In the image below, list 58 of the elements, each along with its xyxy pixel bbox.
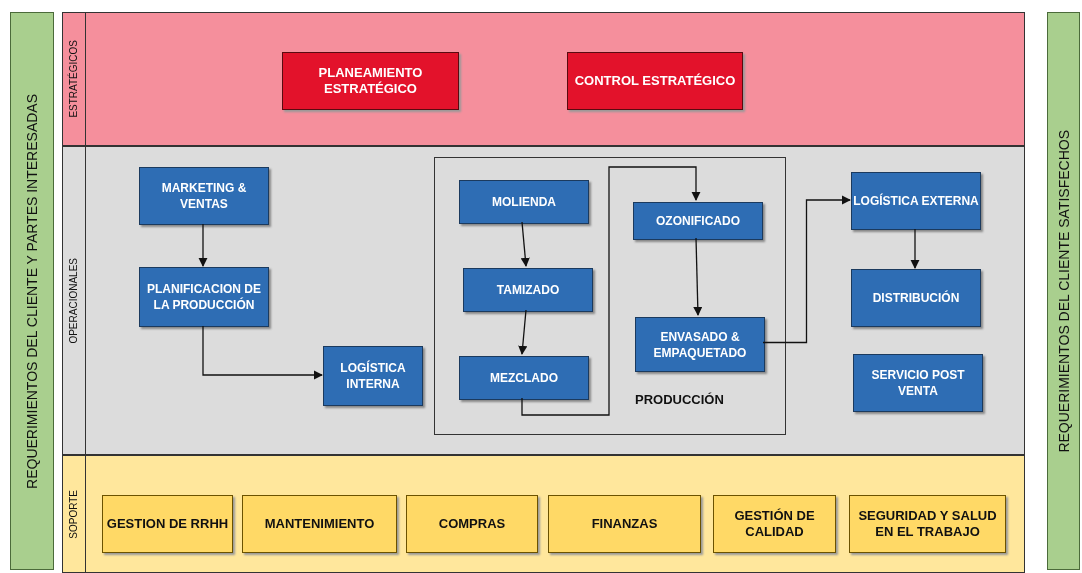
side-panel: [1047, 12, 1080, 570]
arrow: [198, 223, 208, 267]
box-label: PLANIFICACION DE LA PRODUCCIÓN: [146, 281, 262, 313]
process-box: [463, 268, 593, 312]
process-box: [567, 52, 743, 110]
process-box: [242, 495, 397, 553]
box-label: PLANEAMIENTO ESTRATÉGICO: [317, 65, 424, 97]
process-box: [633, 202, 763, 240]
box-label: COMPRAS: [438, 516, 506, 532]
box-label: MEZCLADO: [490, 370, 558, 386]
box-label: FINANZAS: [591, 516, 658, 532]
arrow: [910, 228, 920, 269]
box-label: SERVICIO POST VENTA: [870, 367, 966, 399]
arrow: [520, 221, 530, 267]
process-box: [459, 180, 589, 224]
panel-title: REQUERIMIENTOS DEL CLIENTE Y PARTES INTERESADAS: [24, 93, 40, 489]
process-box: [849, 495, 1006, 553]
box-label: MOLIENDA: [492, 194, 556, 210]
arrow: [521, 166, 701, 416]
process-box: [323, 346, 423, 406]
process-box: [139, 267, 269, 327]
box-label: MARKETING & VENTAS: [160, 180, 248, 212]
side-panel: [10, 12, 54, 570]
process-box: [102, 495, 233, 553]
process-box: [635, 317, 765, 372]
box-label: TAMIZADO: [496, 282, 560, 298]
box-label: ENVASADO & EMPAQUETADO: [652, 328, 748, 361]
box-label: CONTROL ESTRATÉGICO: [574, 73, 736, 89]
box-label: GESTIÓN DE CALIDAD: [733, 508, 816, 540]
band-panel: [62, 12, 1025, 146]
band-panel: [62, 455, 1025, 573]
process-box: [282, 52, 459, 110]
box-label: GESTION DE RRHH: [106, 516, 229, 532]
band-title: OPERACIONALES: [67, 257, 80, 344]
box-label: MANTENIMIENTO: [264, 516, 375, 532]
box-label: LOGÍSTICA INTERNA: [339, 360, 407, 392]
group-title: PRODUCCIÓN: [635, 392, 724, 408]
process-box: [851, 172, 981, 230]
band-panel: [62, 146, 1025, 455]
arrow: [693, 237, 703, 316]
band-title: SOPORTE: [67, 489, 80, 539]
box-label: DISTRIBUCIÓN: [872, 290, 960, 306]
process-box: [713, 495, 836, 553]
process-box: [548, 495, 701, 553]
process-box: [459, 356, 589, 400]
process-box: [406, 495, 538, 553]
box-label: LOGÍSTICA EXTERNA: [853, 193, 979, 209]
panel-title: REQUERIMIENTOS DEL CLIENTE SATISFECHOS: [1055, 129, 1072, 453]
process-box: [851, 269, 981, 327]
process-box: [853, 354, 983, 412]
box-label: SEGURIDAD Y SALUD EN EL TRABAJO: [857, 508, 998, 540]
band-title: ESTRATÉGICOS: [66, 40, 80, 118]
group-frame: [434, 157, 786, 435]
arrow: [518, 309, 528, 355]
box-label: OZONIFICADO: [656, 213, 740, 229]
arrow: [202, 325, 323, 380]
arrow: [762, 195, 851, 344]
process-box: [139, 167, 269, 225]
